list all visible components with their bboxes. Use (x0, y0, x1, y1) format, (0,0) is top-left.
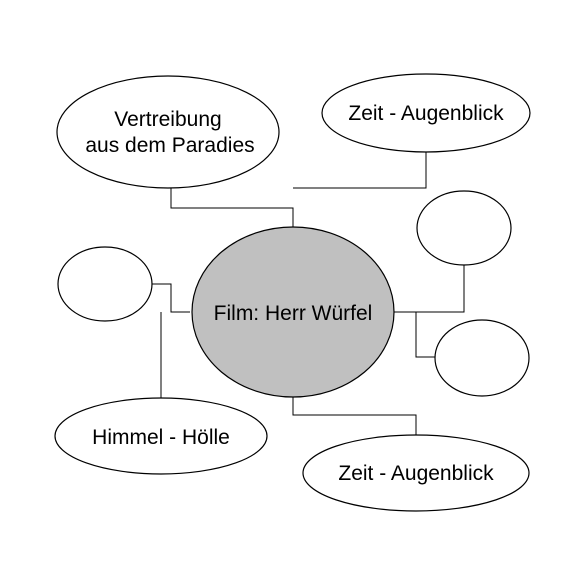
node-empty-left (57, 246, 153, 322)
connectors (152, 152, 465, 437)
node-empty-right-bottom (434, 319, 530, 397)
center-label: Film: Herr Würfel (214, 302, 373, 325)
node-empty-right-top-ellipse (416, 190, 512, 266)
node-empty-right-top (416, 190, 512, 266)
node-vertreibung-ellipse (56, 75, 280, 189)
node-empty-left-ellipse (57, 246, 153, 322)
connector-zeit-bottom (292, 397, 417, 437)
connector-empty-left (152, 283, 190, 313)
node-vertreibung-label-line2: aus dem Paradies (85, 134, 254, 157)
node-himmel: Himmel - Hölle (54, 397, 268, 475)
node-zeit-top-label: Zeit - Augenblick (348, 102, 504, 125)
node-zeit-top-ellipse (321, 73, 531, 153)
node-zeit-top: Zeit - Augenblick (321, 73, 531, 153)
node-zeit-bottom-label: Zeit - Augenblick (338, 462, 494, 485)
node-vertreibung-label-line1: Vertreibung (114, 108, 221, 131)
node-empty-right-bottom-ellipse (434, 319, 530, 397)
connector-empty-right-bottom (415, 312, 435, 358)
node-zeit-bottom-ellipse (302, 434, 530, 512)
node-vertreibung: Vertreibung aus dem Paradies (56, 75, 280, 189)
center-node: Film: Herr Würfel (191, 226, 395, 398)
connector-vertreibung (170, 187, 294, 228)
connector-empty-right-top (393, 265, 465, 313)
connector-zeit-top (293, 152, 427, 189)
node-himmel-label: Himmel - Hölle (92, 426, 230, 449)
node-zeit-bottom: Zeit - Augenblick (302, 434, 530, 512)
node-himmel-ellipse (54, 397, 268, 475)
center-ellipse (191, 226, 395, 398)
